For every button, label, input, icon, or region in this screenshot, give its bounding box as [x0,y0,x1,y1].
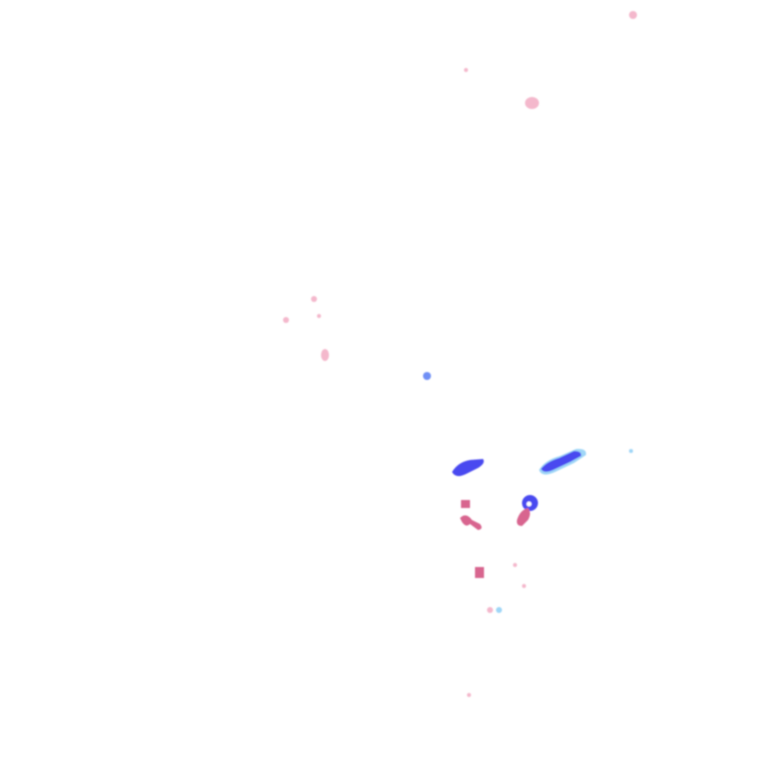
precip-cell [423,372,431,380]
precip-cell [464,68,468,72]
precip-cell [629,449,633,453]
precip-cell-mixed [461,500,470,508]
precip-cell [311,296,317,302]
precip-cell [513,563,517,567]
precip-cell-mixed [460,515,482,530]
precip-cell [283,317,289,323]
precip-cell [317,314,321,318]
precip-cell-mixed [475,567,484,578]
precip-band-heavy [541,451,582,472]
precip-cell-core [526,501,532,507]
precip-cell [629,11,637,19]
precip-band-heavy [452,459,484,477]
precip-cell [487,607,493,613]
precip-cell-mixed [516,508,530,526]
precip-cell [496,607,502,613]
precip-cell [522,584,526,588]
precip-cell [321,349,329,361]
precip-cell [525,97,539,109]
precip-cell [467,693,471,697]
